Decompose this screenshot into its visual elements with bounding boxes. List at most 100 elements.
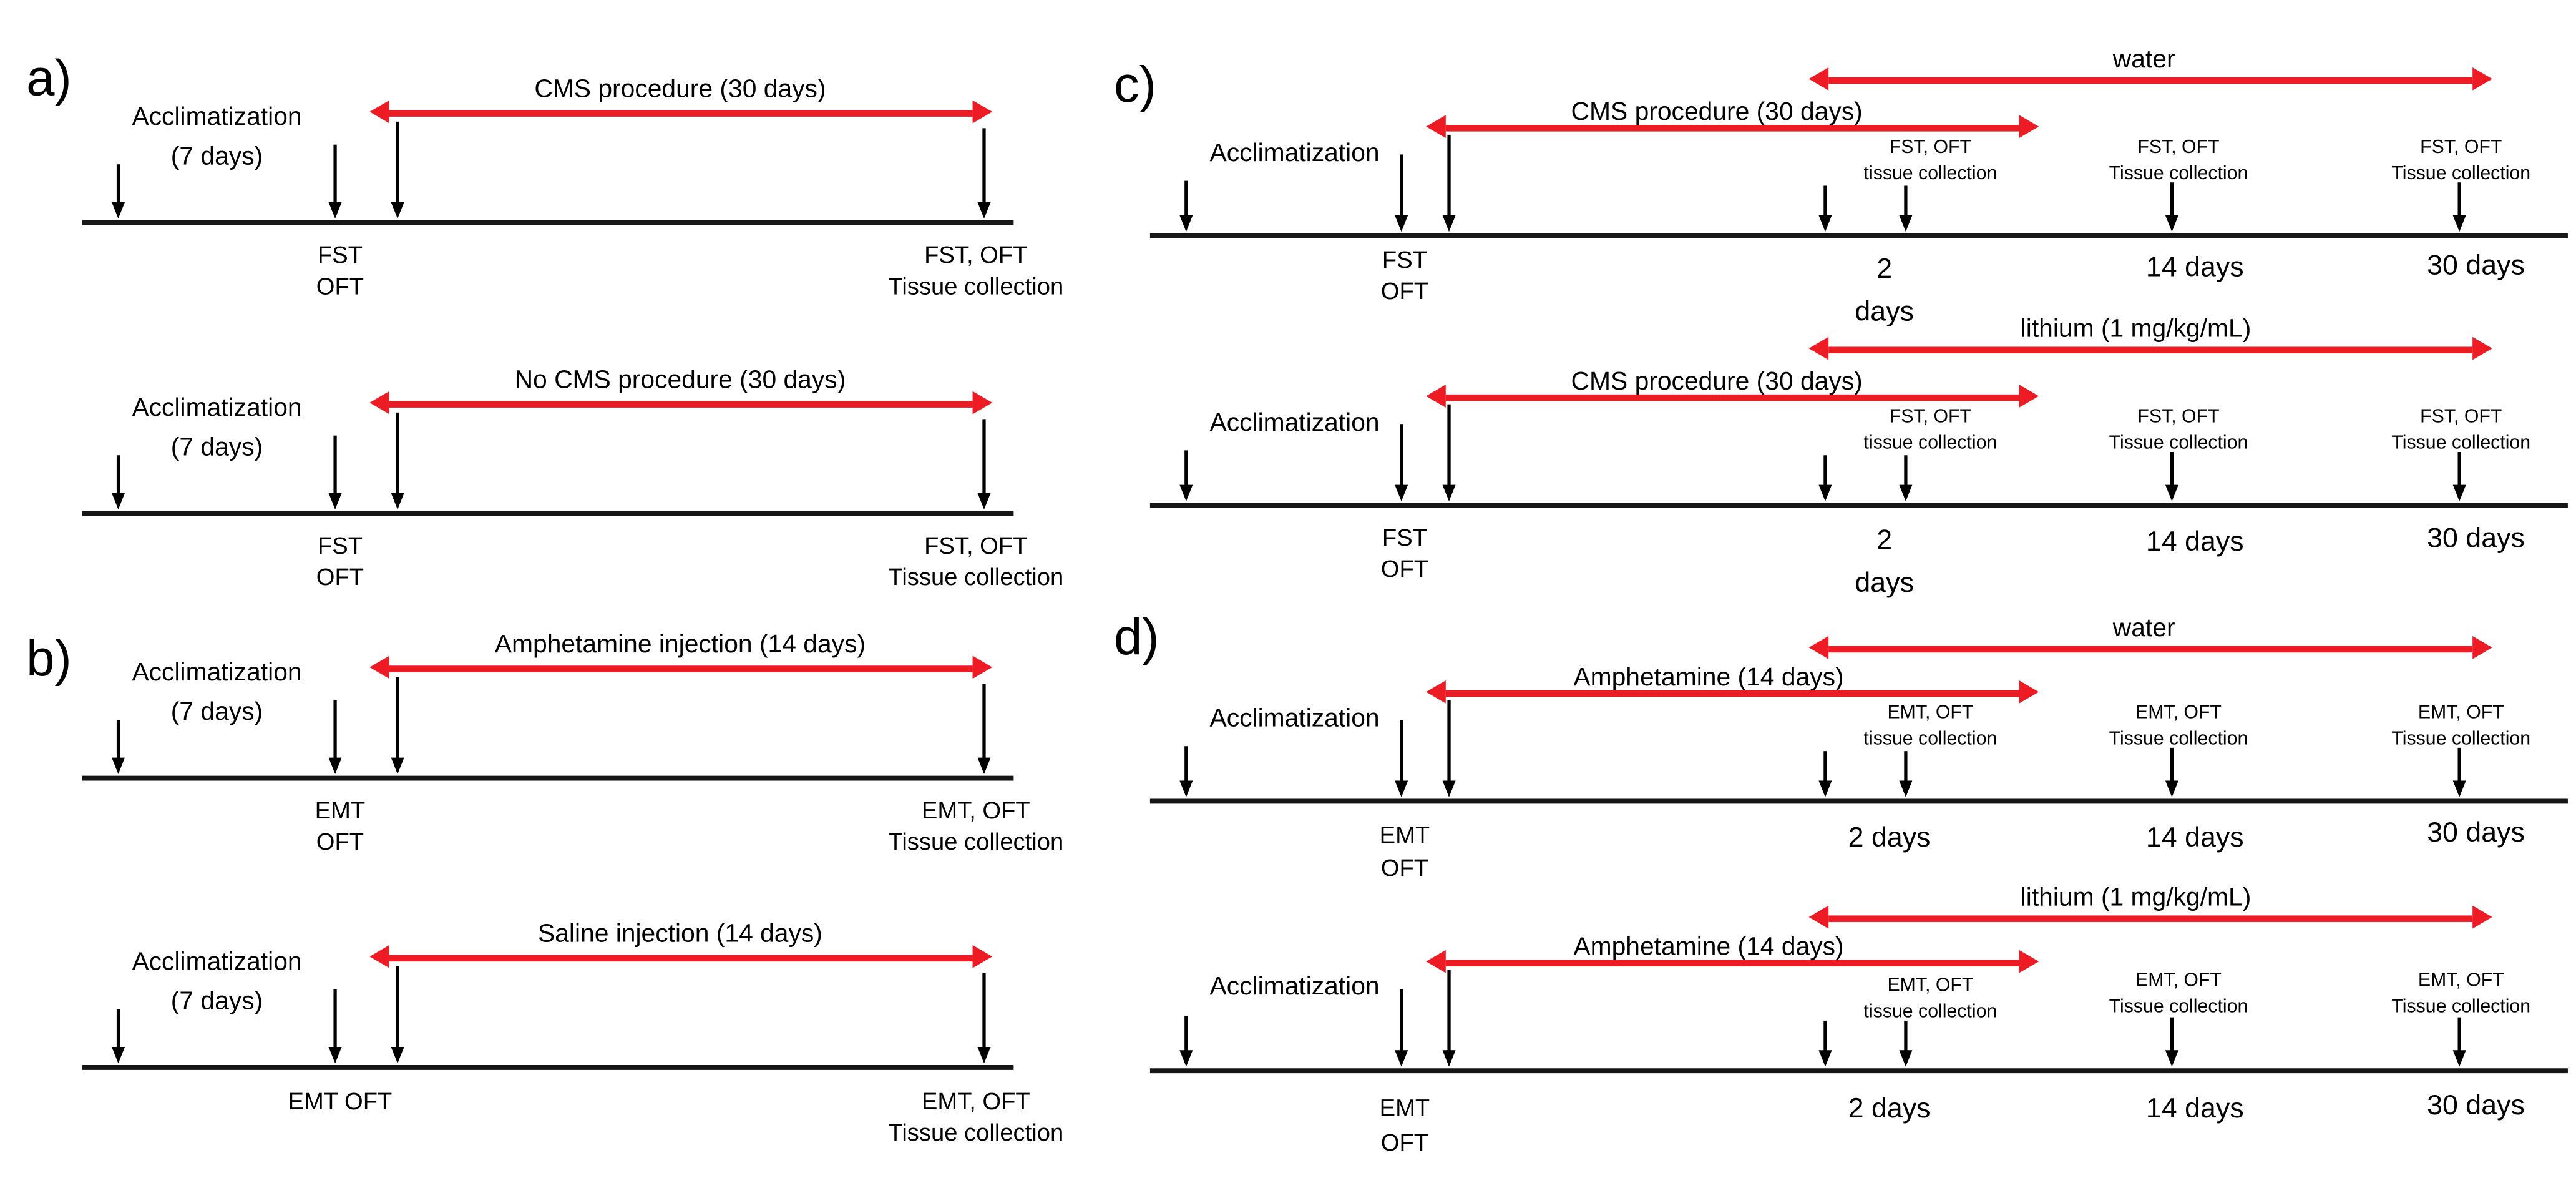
- test-label: OFT: [316, 830, 364, 857]
- collection-label: tissue collection: [1863, 729, 1998, 750]
- collection-label: Tissue collection: [2391, 729, 2531, 750]
- procedure-range-arrow-icon: [1426, 681, 2039, 704]
- treatment-label: water: [2112, 46, 2175, 74]
- acclimatization-label: Acclimatization: [1209, 973, 1380, 1001]
- panel-label-a: a): [26, 49, 72, 107]
- collection-label: Tissue collection: [2109, 164, 2248, 184]
- collection-label: tissue collection: [1863, 1002, 1998, 1023]
- timeline-axis: [1149, 233, 2568, 238]
- collection-label: FST, OFT: [2137, 407, 2220, 428]
- procedure-label: No CMS procedure (30 days): [514, 366, 846, 395]
- time-label: 2 days: [1848, 1092, 1931, 1124]
- acclimatization-label: Acclimatization: [132, 103, 302, 132]
- acclimatization-label: Acclimatization: [1209, 409, 1380, 438]
- time-label: 30 days: [2427, 523, 2525, 554]
- collection-label: EMT, OFT: [2135, 703, 2222, 724]
- treatment-range-arrow-icon: [1808, 68, 2492, 91]
- collection-label: FST, OFT: [1889, 138, 1972, 158]
- endpoint-test-label: FST, OFT: [924, 534, 1028, 561]
- timeline-axis: [82, 775, 1014, 781]
- procedure-label: Amphetamine (14 days): [1573, 933, 1844, 962]
- test-label: EMT: [315, 798, 366, 825]
- endpoint-test-label: EMT, OFT: [921, 798, 1030, 825]
- test-label: FST: [1382, 248, 1428, 275]
- test-label: OFT: [1380, 856, 1429, 883]
- acclimatization-label: Acclimatization: [132, 948, 302, 976]
- test-label: FST: [317, 243, 363, 270]
- collection-label: FST, OFT: [2420, 407, 2502, 428]
- endpoint-test-label: Tissue collection: [888, 274, 1064, 301]
- collection-label: EMT, OFT: [2417, 971, 2504, 991]
- treatment-label: lithium (1 mg/kg/mL): [2020, 315, 2252, 344]
- treatment-label: lithium (1 mg/kg/mL): [2020, 884, 2252, 913]
- acclimatization-days-label: (7 days): [170, 143, 263, 171]
- treatment-range-arrow-icon: [1808, 637, 2492, 659]
- test-label: EMT: [1379, 823, 1430, 850]
- time-label: 30 days: [2427, 1089, 2525, 1121]
- acclimatization-label: Acclimatization: [132, 394, 302, 423]
- acclimatization-days-label: (7 days): [170, 698, 263, 727]
- test-label: OFT: [316, 274, 364, 301]
- procedure-label: CMS procedure (30 days): [534, 76, 826, 104]
- test-label: FST: [317, 534, 363, 561]
- test-label: EMT: [1379, 1096, 1430, 1123]
- collection-label: Tissue collection: [2109, 729, 2248, 750]
- procedure-range-arrow-icon: [1426, 116, 2039, 139]
- time-label: 2: [1876, 253, 1893, 285]
- timeline-axis: [82, 1064, 1014, 1070]
- collection-label: tissue collection: [1863, 164, 1998, 184]
- collection-label: Tissue collection: [2391, 434, 2531, 454]
- acclimatization-days-label: (7 days): [170, 988, 263, 1016]
- procedure-range-arrow-icon: [369, 101, 993, 124]
- acclimatization-label: Acclimatization: [1209, 139, 1380, 168]
- collection-label: Tissue collection: [2391, 164, 2531, 184]
- procedure-range-arrow-icon: [369, 946, 993, 968]
- collection-label: FST, OFT: [1889, 407, 1972, 428]
- timeline-axis: [1149, 503, 2568, 508]
- time-label: 2: [1876, 524, 1893, 556]
- procedure-label: Saline injection (14 days): [537, 920, 822, 949]
- collection-label: tissue collection: [1863, 434, 1998, 454]
- test-label: OFT: [1380, 1131, 1429, 1157]
- endpoint-test-label: Tissue collection: [888, 565, 1064, 592]
- time-label: 14 days: [2145, 822, 2244, 853]
- treatment-range-arrow-icon: [1808, 906, 2492, 929]
- panel-label-c: c): [1113, 56, 1156, 114]
- test-label: FST: [1382, 526, 1428, 552]
- collection-label: Tissue collection: [2109, 998, 2248, 1018]
- procedure-label: CMS procedure (30 days): [1571, 368, 1863, 396]
- collection-label: Tissue collection: [2109, 434, 2248, 454]
- test-label: OFT: [1380, 279, 1429, 306]
- test-label: OFT: [1380, 557, 1429, 584]
- procedure-range-arrow-icon: [1426, 385, 2039, 408]
- treatment-range-arrow-icon: [1808, 338, 2492, 360]
- timeline-axis: [1149, 798, 2568, 804]
- collection-label: EMT, OFT: [1887, 703, 1974, 724]
- time-label: 2 days: [1848, 822, 1931, 853]
- procedure-label: Amphetamine injection (14 days): [494, 631, 866, 659]
- time-label: days: [1855, 567, 1914, 599]
- time-label: 14 days: [2145, 526, 2244, 557]
- procedure-label: CMS procedure (30 days): [1571, 98, 1863, 127]
- time-label: 14 days: [2145, 251, 2244, 283]
- timeline-axis: [82, 511, 1014, 516]
- collection-label: EMT, OFT: [2417, 703, 2504, 724]
- time-label: days: [1855, 295, 1914, 327]
- collection-label: Tissue collection: [2391, 998, 2531, 1018]
- procedure-range-arrow-icon: [369, 392, 993, 415]
- collection-label: EMT, OFT: [2135, 971, 2222, 991]
- endpoint-test-label: FST, OFT: [924, 243, 1028, 270]
- acclimatization-label: Acclimatization: [1209, 705, 1380, 734]
- timeline-axis: [1149, 1068, 2568, 1074]
- acclimatization-days-label: (7 days): [170, 434, 263, 462]
- timeline-axis: [82, 220, 1014, 225]
- test-label: EMT OFT: [288, 1089, 393, 1116]
- endpoint-test-label: Tissue collection: [888, 1121, 1064, 1147]
- endpoint-test-label: Tissue collection: [888, 830, 1064, 857]
- collection-label: FST, OFT: [2420, 138, 2502, 158]
- procedure-range-arrow-icon: [1426, 951, 2039, 973]
- time-label: 30 days: [2427, 817, 2525, 848]
- acclimatization-label: Acclimatization: [132, 659, 302, 687]
- collection-label: FST, OFT: [2137, 138, 2220, 158]
